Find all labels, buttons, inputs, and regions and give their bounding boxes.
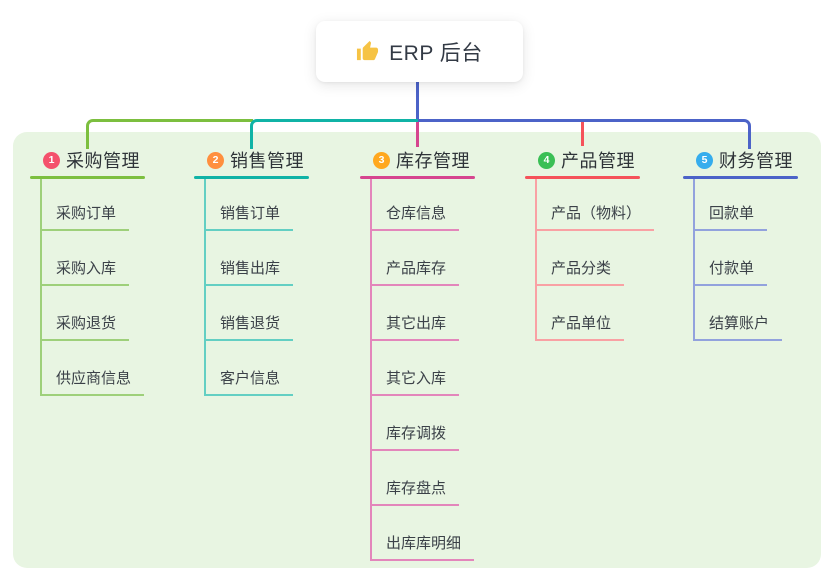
branch-badge: 3 (373, 151, 390, 169)
child-node-采购入库[interactable]: 采购入库 (40, 259, 130, 286)
child-label: 仓库信息 (386, 205, 447, 222)
branch-node-财务管理[interactable]: 5 财务管理 (696, 147, 793, 173)
root-topic-node[interactable]: ERP 后台 (316, 21, 523, 82)
child-label: 采购入库 (56, 260, 117, 277)
connector-elbow-branch2 (250, 119, 421, 149)
child-node-客户信息[interactable]: 客户信息 (204, 369, 294, 396)
branch-underline (30, 176, 145, 179)
child-node-其它出库[interactable]: 其它出库 (370, 314, 460, 341)
child-label: 产品分类 (551, 260, 612, 277)
branch-badge: 5 (696, 151, 713, 169)
child-label: 库存调拨 (386, 425, 447, 442)
child-label: 销售退货 (220, 315, 281, 332)
child-node-供应商信息[interactable]: 供应商信息 (40, 369, 145, 396)
branches-panel (13, 132, 821, 568)
connector-elbow-branch1 (86, 119, 253, 149)
branch-label: 财务管理 (719, 151, 793, 171)
connector-elbow-branch5 (418, 119, 751, 149)
child-label: 产品（物料） (551, 205, 642, 222)
branch-node-产品管理[interactable]: 4 产品管理 (538, 147, 635, 173)
child-node-采购退货[interactable]: 采购退货 (40, 314, 130, 341)
child-label: 回款单 (709, 205, 755, 222)
branch-node-销售管理[interactable]: 2 销售管理 (207, 147, 304, 173)
branch-badge: 4 (538, 151, 555, 169)
child-node-其它入库[interactable]: 其它入库 (370, 369, 460, 396)
child-label: 销售出库 (220, 260, 281, 277)
branch-label: 产品管理 (561, 151, 635, 171)
branch-underline (194, 176, 309, 179)
child-node-采购订单[interactable]: 采购订单 (40, 204, 130, 231)
branch-underline (525, 176, 640, 179)
child-node-仓库信息[interactable]: 仓库信息 (370, 204, 460, 231)
connector-drop-branch3 (416, 122, 419, 147)
child-label: 其它入库 (386, 370, 447, 387)
branch-badge: 1 (43, 151, 60, 169)
child-node-产品（物料）[interactable]: 产品（物料） (535, 204, 655, 231)
child-node-回款单[interactable]: 回款单 (693, 204, 768, 231)
child-label: 供应商信息 (56, 370, 132, 387)
child-label: 客户信息 (220, 370, 281, 387)
child-label: 采购订单 (56, 205, 117, 222)
child-label: 付款单 (709, 260, 755, 277)
child-label: 产品库存 (386, 260, 447, 277)
child-node-付款单[interactable]: 付款单 (693, 259, 768, 286)
child-node-库存调拨[interactable]: 库存调拨 (370, 424, 460, 451)
branch-child-trunk (535, 179, 537, 341)
branch-child-trunk (204, 179, 206, 396)
child-node-产品库存[interactable]: 产品库存 (370, 259, 460, 286)
child-node-销售订单[interactable]: 销售订单 (204, 204, 294, 231)
child-node-销售退货[interactable]: 销售退货 (204, 314, 294, 341)
thumbs-up-icon (357, 40, 379, 61)
branch-label: 采购管理 (66, 151, 140, 171)
branch-badge: 2 (207, 151, 224, 169)
child-node-产品单位[interactable]: 产品单位 (535, 314, 625, 341)
connector-drop-branch4 (580, 122, 584, 146)
branch-label: 销售管理 (230, 151, 304, 171)
child-label: 结算账户 (709, 315, 770, 332)
root-topic-label: ERP 后台 (389, 41, 483, 65)
branch-node-采购管理[interactable]: 1 采购管理 (43, 147, 140, 173)
child-node-销售出库[interactable]: 销售出库 (204, 259, 294, 286)
child-node-出库库明细[interactable]: 出库库明细 (370, 534, 475, 561)
branch-underline (683, 176, 798, 179)
branch-underline (360, 176, 475, 179)
child-label: 库存盘点 (386, 480, 447, 497)
child-label: 采购退货 (56, 315, 117, 332)
child-node-库存盘点[interactable]: 库存盘点 (370, 479, 460, 506)
child-node-结算账户[interactable]: 结算账户 (693, 314, 783, 341)
branch-child-trunk (40, 179, 42, 396)
child-label: 销售订单 (220, 205, 281, 222)
child-node-产品分类[interactable]: 产品分类 (535, 259, 625, 286)
child-label: 产品单位 (551, 315, 612, 332)
branch-label: 库存管理 (396, 151, 470, 171)
branch-child-trunk (693, 179, 695, 341)
connector-root-line (416, 82, 419, 120)
branch-node-库存管理[interactable]: 3 库存管理 (373, 147, 470, 173)
child-label: 其它出库 (386, 315, 447, 332)
child-label: 出库库明细 (386, 535, 462, 552)
branch-child-trunk (370, 179, 372, 561)
